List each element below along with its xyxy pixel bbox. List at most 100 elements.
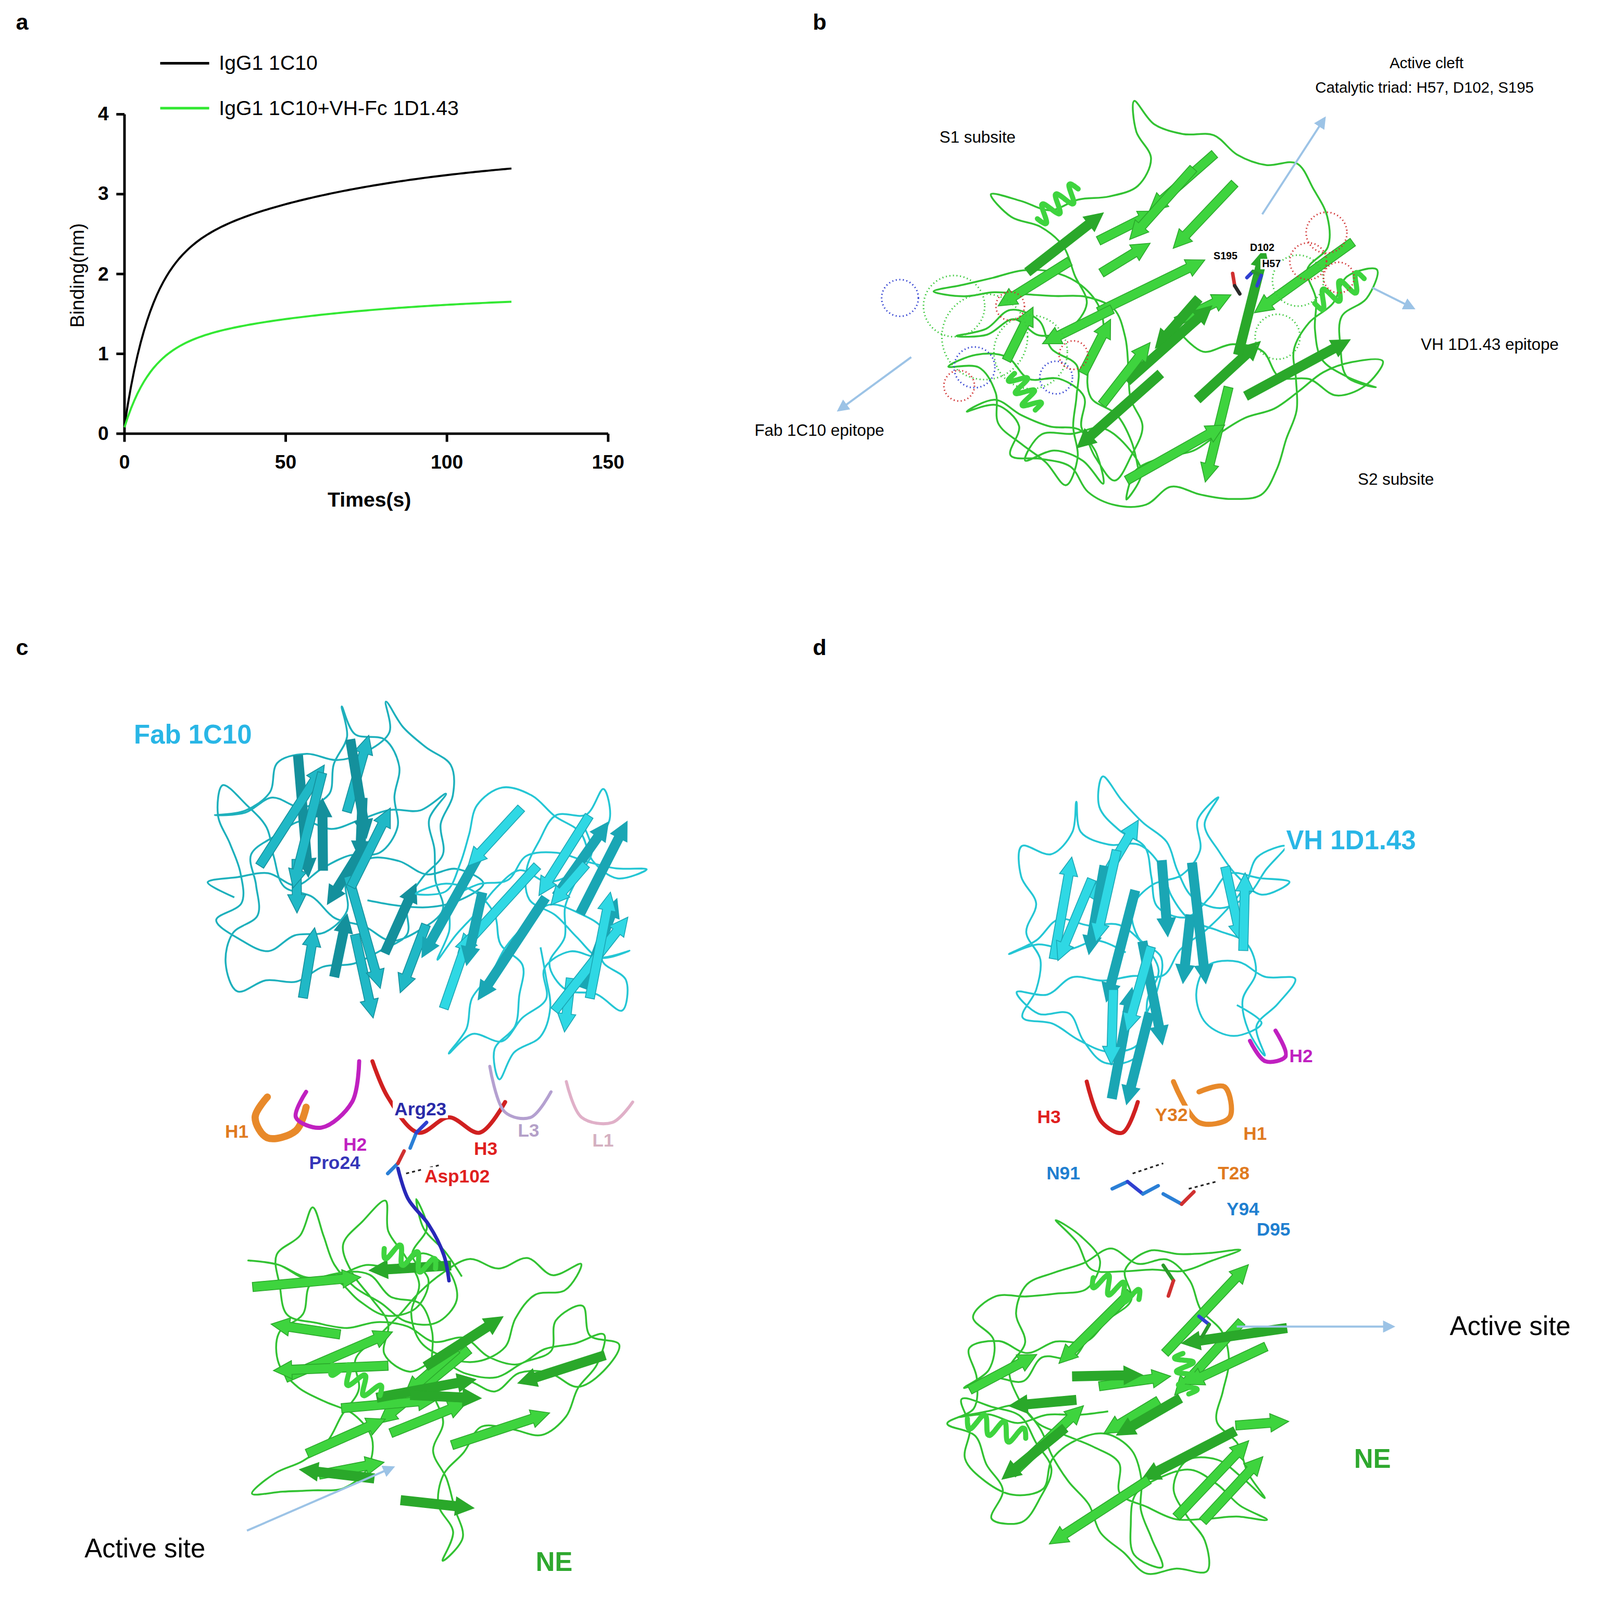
x-tick (284, 433, 287, 443)
beta-strand (468, 805, 525, 867)
beta-strand (517, 1351, 606, 1387)
structure-label: NE (533, 1548, 574, 1576)
residue-stick (1257, 275, 1262, 286)
beta-strand (400, 1495, 474, 1516)
tick-label: 2 (96, 264, 111, 284)
residue-stick (397, 1151, 405, 1165)
beta-strand (1002, 307, 1034, 363)
structure-label: VH 1D1.43 (1284, 827, 1418, 855)
protein-coil (933, 101, 1383, 508)
beta-strand (1102, 989, 1121, 1066)
residue-stick (416, 1122, 427, 1134)
structure-label: NE (1352, 1445, 1393, 1473)
axis-title: Times(s) (326, 489, 413, 510)
leader-arrow (838, 357, 911, 411)
y-tick (116, 272, 125, 276)
structure-label: D102 (1248, 242, 1277, 254)
structure-label: Pro24 (307, 1154, 362, 1173)
beta-strand (1157, 860, 1176, 937)
legend-text: IgG1 1C10+VH-Fc 1D1.43 (217, 97, 461, 119)
leader-arrow (1262, 118, 1325, 215)
dotted-sphere (1059, 341, 1089, 370)
x-tick (123, 433, 127, 443)
leader-arrow (246, 1467, 393, 1532)
alpha-helix (1174, 1353, 1197, 1395)
structure-label: Active site (1448, 1313, 1573, 1340)
structure-label: Y94 (1225, 1200, 1261, 1219)
residue-stick (1202, 1325, 1210, 1338)
beta-strand (551, 917, 629, 1014)
beta-strand (1176, 914, 1196, 984)
curve-combo (124, 301, 512, 428)
tick-label: 100 (429, 452, 465, 472)
structure-label: Fab 1C10 (132, 721, 254, 748)
beta-strand (329, 914, 353, 978)
y-tick (116, 352, 125, 356)
structure-label: L3 (516, 1121, 541, 1140)
beta-strand (1096, 259, 1205, 317)
beta-strand (1098, 243, 1150, 278)
structure-label: D95 (1255, 1220, 1293, 1239)
residue-stick (410, 1132, 417, 1148)
dotted-sphere (1255, 314, 1300, 360)
panel-letter: c (14, 636, 30, 660)
protein-coil (947, 1220, 1268, 1575)
legend-lines (160, 63, 210, 109)
structure-label: H2 (341, 1135, 369, 1155)
residue-stick (1198, 1316, 1210, 1325)
structure-label: L1 (590, 1131, 616, 1150)
legend-line (160, 61, 210, 65)
beta-strand (450, 1410, 550, 1450)
structure-label: H1 (223, 1122, 250, 1141)
cdr-loop-l1 (566, 1081, 633, 1124)
beta-strand (423, 1317, 504, 1371)
tick-label: 150 (590, 452, 627, 472)
beta-strand (298, 928, 321, 999)
hydrogen-bond (1188, 1181, 1217, 1190)
beta-strand (1049, 1476, 1152, 1545)
structure-label: Active site (82, 1535, 207, 1563)
dotted-sphere (995, 291, 1025, 321)
beta-strand (539, 813, 594, 896)
residue-stick (1142, 1185, 1158, 1195)
structure-label: S1 subsite (938, 129, 1018, 146)
residue-stick (1163, 1194, 1182, 1205)
residue-stick (1232, 273, 1235, 286)
beta-strand (1042, 305, 1115, 344)
beta-strand (1056, 877, 1096, 961)
beta-strand (1187, 862, 1214, 984)
dotted-sphere (881, 279, 919, 317)
beta-strand (410, 1388, 482, 1407)
binding-chart (116, 114, 608, 442)
beta-strand (288, 771, 327, 889)
structure-label: Arg23 (392, 1100, 448, 1119)
beta-strand (1235, 1414, 1289, 1433)
alpha-helix (967, 1415, 1026, 1443)
panel-letter: a (14, 11, 30, 34)
structure-label: Fab 1C10 epitope (753, 422, 886, 439)
y-tick (116, 113, 125, 116)
structure-label: Catalytic triad: H57, D102, S195 (1313, 80, 1536, 96)
dotted-sphere (1306, 212, 1347, 254)
curve-igg1 (124, 168, 512, 427)
protein-coil (415, 787, 647, 1080)
legend-line (160, 106, 210, 110)
beta-strand (252, 1269, 361, 1292)
beta-strand (585, 892, 617, 999)
beta-strand (1173, 180, 1239, 249)
dotted-sphere (993, 315, 1068, 390)
dotted-sphere (954, 346, 995, 388)
beta-strand (1121, 1011, 1154, 1105)
structure-label: Asp102 (422, 1167, 492, 1186)
beta-strand (343, 875, 384, 989)
residue-stick (387, 1163, 398, 1174)
complex-c (207, 701, 647, 1561)
residue-stick (1163, 1265, 1174, 1281)
alpha-helix (330, 1365, 382, 1397)
beta-strand (967, 1354, 1037, 1395)
beta-strand (1091, 849, 1122, 943)
ne-structure-b (838, 101, 1414, 508)
beta-strand (1116, 1394, 1183, 1436)
cdr-loop-h2 (295, 1061, 360, 1129)
